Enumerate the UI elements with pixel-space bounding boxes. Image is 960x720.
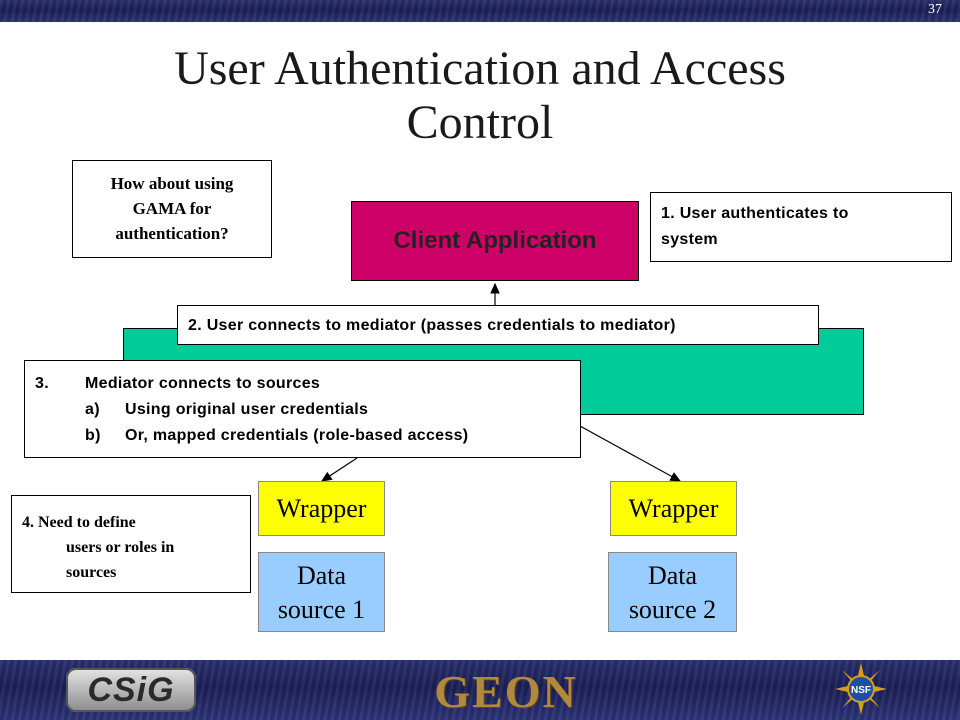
gama-question-note: How about using GAMA for authentication? xyxy=(72,160,272,258)
step-3-item-a: a) Using original user credentials xyxy=(35,397,580,423)
title-line-1: User Authentication and Access xyxy=(174,42,786,95)
step-4-note: 4. Need to define users or roles in sour… xyxy=(11,495,251,593)
step-3-item-text: Using original user credentials xyxy=(125,401,369,418)
step-4-line: 4. Need to define xyxy=(22,514,136,531)
step-3-note: 3. Mediator connects to sources a) Using o… xyxy=(24,360,581,458)
step-1-line: system xyxy=(661,231,718,248)
gama-note-line: authentication? xyxy=(115,224,229,243)
gama-note-line: GAMA for xyxy=(132,199,212,218)
client-application-label: Client Application xyxy=(393,227,597,254)
top-banner xyxy=(0,0,960,22)
gama-note-line: How about using xyxy=(110,174,234,193)
data-source-label: source 1 xyxy=(277,595,366,624)
step-4-line: sources xyxy=(66,564,117,581)
data-source-2-box: Data source 2 xyxy=(608,552,737,632)
step-2-text: 2. User connects to mediator (passes cre… xyxy=(188,317,676,334)
step-3-item-label: a) xyxy=(85,401,100,418)
data-source-label: Data xyxy=(296,561,347,590)
wrapper-label: Wrapper xyxy=(276,493,367,523)
data-source-1-box: Data source 1 xyxy=(258,552,385,632)
client-application-box: Client Application xyxy=(351,201,639,281)
wrapper-label: Wrapper xyxy=(628,493,719,523)
nsf-logo-text: NSF xyxy=(851,685,871,696)
step-3-item-b: b) Or, mapped credentials (role-based acc… xyxy=(35,423,580,449)
csig-logo: CSiG xyxy=(66,668,196,712)
data-source-label: source 2 xyxy=(628,595,717,624)
wrapper-box-2: Wrapper xyxy=(610,481,737,536)
step-4-line: users or roles in xyxy=(66,539,175,556)
step-1-note: 1. User authenticates to system xyxy=(650,192,952,262)
geon-logo: GEON xyxy=(434,665,578,717)
nsf-logo: NSF xyxy=(835,663,887,715)
step-1-line: 1. User authenticates to xyxy=(661,205,849,222)
mediator-to-wrapper-1-arrow xyxy=(320,457,358,482)
step-3-item-label: b) xyxy=(85,427,101,444)
step-3-text: Mediator connects to sources xyxy=(85,375,321,392)
slide-title: User Authentication and Access Control xyxy=(0,42,960,150)
slide-number: 37 xyxy=(928,2,942,17)
data-source-label: Data xyxy=(647,561,698,590)
wrapper-box-1: Wrapper xyxy=(258,481,385,536)
step-3-heading: 3. Mediator connects to sources xyxy=(35,371,580,397)
step-3-item-text: Or, mapped credentials (role-based acces… xyxy=(125,427,469,444)
title-line-2: Control xyxy=(406,96,554,149)
step-2-note: 2. User connects to mediator (passes cre… xyxy=(177,305,819,345)
step-3-number: 3. xyxy=(35,375,49,392)
